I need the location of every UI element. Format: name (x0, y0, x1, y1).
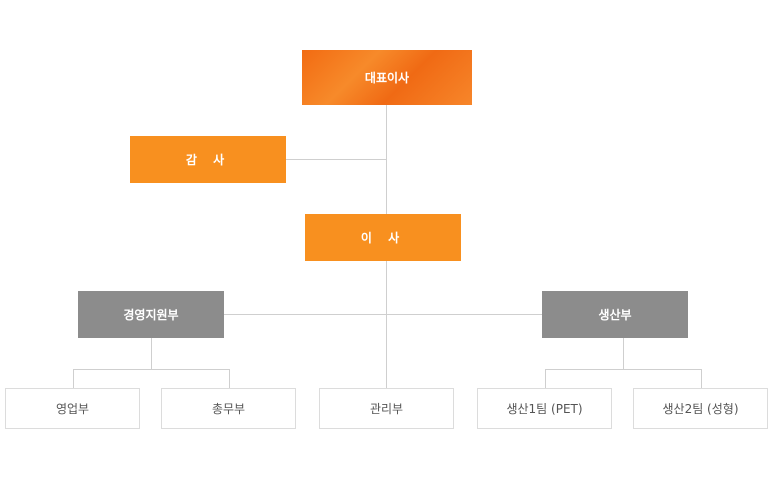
production-box: 생산부 (542, 291, 688, 338)
production-team1-box: 생산1팀 (PET) (477, 388, 612, 429)
production-team2-label: 생산2팀 (성형) (662, 402, 739, 416)
administration-label: 관리부 (369, 402, 404, 416)
connector-management-down (151, 338, 152, 369)
management-support-box: 경영지원부 (78, 291, 224, 338)
auditor-box: 감 사 (130, 136, 286, 183)
sales-label: 영업부 (55, 402, 90, 416)
connector-departments-horizontal (224, 314, 542, 315)
auditor-label: 감 사 (185, 153, 231, 167)
connector-general-affairs-drop (229, 369, 230, 388)
connector-production-branch (545, 369, 702, 370)
connector-director-admin (386, 261, 387, 388)
connector-team1-drop (545, 369, 546, 388)
ceo-box: 대표이사 (302, 50, 472, 105)
general-affairs-box: 총무부 (161, 388, 296, 429)
administration-box: 관리부 (319, 388, 454, 429)
management-support-label: 경영지원부 (123, 308, 179, 322)
production-team2-box: 생산2팀 (성형) (633, 388, 768, 429)
connector-sales-drop (73, 369, 74, 388)
connector-auditor (286, 159, 387, 160)
ceo-label: 대표이사 (364, 71, 410, 85)
connector-production-down (623, 338, 624, 369)
production-label: 생산부 (598, 308, 632, 322)
sales-box: 영업부 (5, 388, 140, 429)
director-label: 이 사 (360, 231, 406, 245)
production-team1-label: 생산1팀 (PET) (506, 402, 583, 416)
general-affairs-label: 총무부 (211, 402, 246, 416)
connector-team2-drop (701, 369, 702, 388)
connector-management-branch (73, 369, 230, 370)
director-box: 이 사 (305, 214, 461, 261)
